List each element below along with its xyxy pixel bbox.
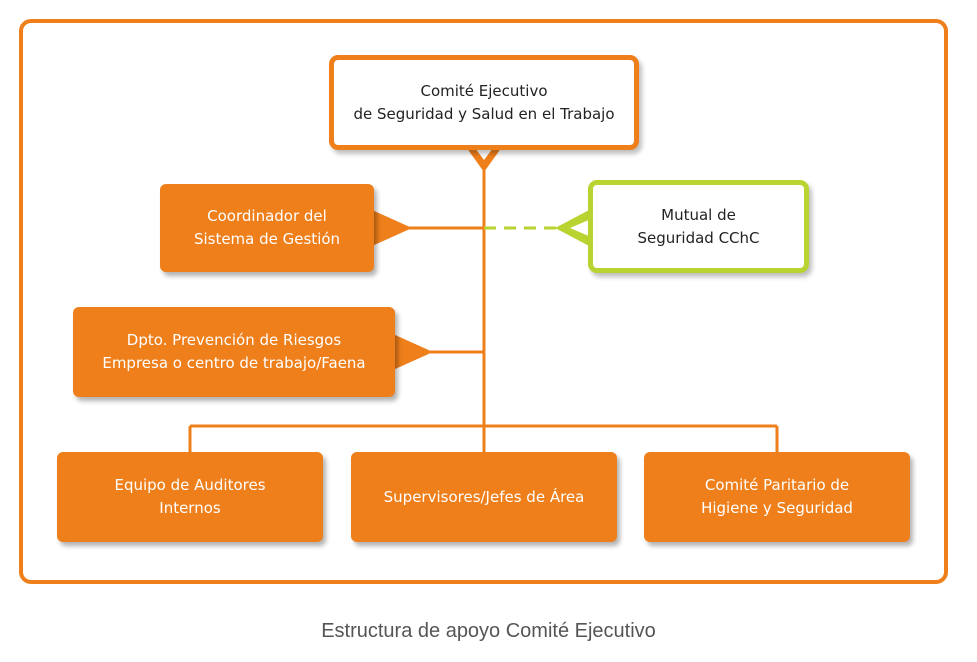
pointer-coordinator xyxy=(372,210,412,246)
node-auditors: Equipo de Auditores Internos xyxy=(57,452,323,542)
node-joint-committee: Comité Paritario de Higiene y Seguridad xyxy=(644,452,910,542)
node-mutual: Mutual de Seguridad CChC xyxy=(588,180,809,273)
node-executive: Comité Ejecutivo de Seguridad y Salud en… xyxy=(329,55,639,150)
node-coordinator: Coordinador del Sistema de Gestión xyxy=(160,184,374,272)
node-risk-prevention: Dpto. Prevención de Riesgos Empresa o ce… xyxy=(73,307,395,397)
figure-caption: Estructura de apoyo Comité Ejecutivo xyxy=(321,620,656,642)
node-supervisors: Supervisores/Jefes de Área xyxy=(351,452,617,542)
pointer-risk-prevention xyxy=(393,334,433,370)
